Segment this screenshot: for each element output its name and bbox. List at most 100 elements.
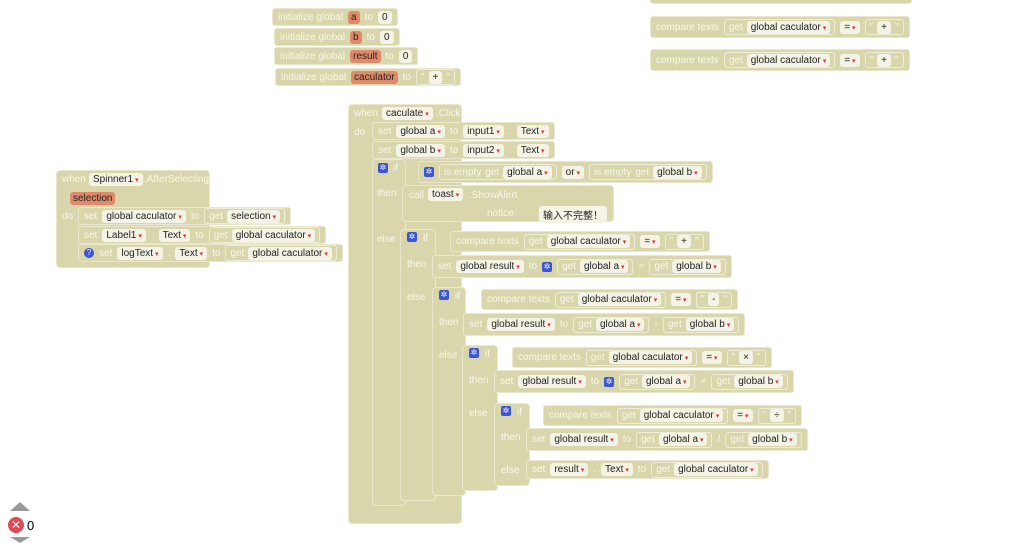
op-dropdown[interactable]: = xyxy=(702,351,722,364)
component-dropdown[interactable]: Spinner1 xyxy=(89,173,143,186)
op-dropdown[interactable]: = xyxy=(671,293,691,306)
var-dropdown[interactable]: global b xyxy=(653,165,702,179)
op-dropdown[interactable]: = xyxy=(733,409,753,422)
gear-icon[interactable]: ✲ xyxy=(542,261,553,272)
var-dropdown[interactable]: selection xyxy=(227,209,281,223)
var-dropdown[interactable]: global a xyxy=(595,318,645,331)
component-dropdown[interactable]: logText xyxy=(117,246,163,260)
var-dropdown[interactable]: global a xyxy=(658,433,708,446)
error-nav-down[interactable] xyxy=(10,537,30,543)
notice-text[interactable]: 输入不完整！ xyxy=(539,206,607,223)
if-divide-block[interactable]: ✲ if then else xyxy=(494,403,530,486)
gear-icon[interactable]: ✲ xyxy=(424,167,434,177)
var-dropdown[interactable]: global caculator xyxy=(746,53,831,67)
text-value[interactable]: - xyxy=(708,293,720,306)
gear-icon[interactable]: ✲ xyxy=(501,406,511,416)
call-toast-showalert[interactable]: call toast .ShowAlert notice 输入不完整！ xyxy=(402,185,614,223)
var-dropdown[interactable]: global result xyxy=(456,260,524,273)
var-dropdown[interactable]: global a xyxy=(579,260,629,273)
text-value[interactable]: × xyxy=(739,351,753,364)
property-dropdown[interactable]: Text xyxy=(516,124,549,138)
component-dropdown[interactable]: input2 xyxy=(463,143,504,157)
gear-icon[interactable]: ✲ xyxy=(378,163,388,173)
if-times-block[interactable]: ✲ if then else xyxy=(462,345,498,491)
op-dropdown[interactable]: = xyxy=(840,20,860,34)
var-dropdown[interactable]: global b xyxy=(396,143,445,157)
text-value[interactable]: + xyxy=(877,20,891,34)
component-dropdown[interactable]: input1 xyxy=(463,124,504,138)
param-chip[interactable]: selection xyxy=(70,192,116,205)
text-value[interactable]: + xyxy=(677,235,691,248)
text-literal[interactable]: "×" xyxy=(726,349,766,366)
var-dropdown[interactable]: global b xyxy=(672,260,721,273)
op-dropdown[interactable]: or xyxy=(561,165,585,179)
var-dropdown[interactable]: global caculator xyxy=(248,246,332,260)
if-plus-block[interactable]: ✲ if then else xyxy=(400,229,436,501)
var-name[interactable]: result xyxy=(350,49,381,63)
number-value[interactable]: 0 xyxy=(377,10,392,24)
var-dropdown[interactable]: global a xyxy=(396,124,445,138)
var-dropdown[interactable]: global caculator xyxy=(639,409,724,422)
var-name[interactable]: b xyxy=(350,30,362,44)
var-dropdown[interactable]: global b xyxy=(734,375,783,388)
var-dropdown[interactable]: global b xyxy=(748,433,797,446)
property-dropdown[interactable]: Text xyxy=(601,463,633,476)
var-dropdown[interactable]: global a xyxy=(641,375,691,388)
text-literal[interactable]: "-" xyxy=(695,291,733,308)
var-dropdown[interactable]: global result xyxy=(550,433,618,446)
var-dropdown[interactable]: global b xyxy=(685,318,735,331)
var-name[interactable]: caculator xyxy=(351,70,398,84)
text-literal[interactable]: "+" xyxy=(415,69,455,85)
help-icon[interactable]: ? xyxy=(84,248,94,258)
var-dropdown[interactable]: global caculator xyxy=(102,209,186,223)
var-name[interactable]: a xyxy=(348,10,360,24)
var-dropdown[interactable]: global result xyxy=(487,318,555,331)
gear-icon[interactable]: ✲ xyxy=(407,232,417,242)
text-literal[interactable]: "+" xyxy=(664,233,704,250)
var-dropdown[interactable]: global caculator xyxy=(231,228,316,242)
if-minus-block[interactable]: ✲ if then else xyxy=(432,287,466,496)
text-literal[interactable]: "+" xyxy=(864,52,904,68)
gear-icon[interactable]: ✲ xyxy=(469,348,479,358)
var-dropdown[interactable]: global caculator xyxy=(608,351,693,364)
warning-nav-up[interactable] xyxy=(10,502,30,511)
var-dropdown[interactable]: global caculator xyxy=(746,20,831,34)
component-dropdown[interactable]: caculate xyxy=(382,107,433,120)
text-literal[interactable]: "÷" xyxy=(757,407,797,424)
component-dropdown[interactable]: Label1 xyxy=(102,228,146,242)
property-dropdown[interactable]: Text xyxy=(175,246,208,260)
